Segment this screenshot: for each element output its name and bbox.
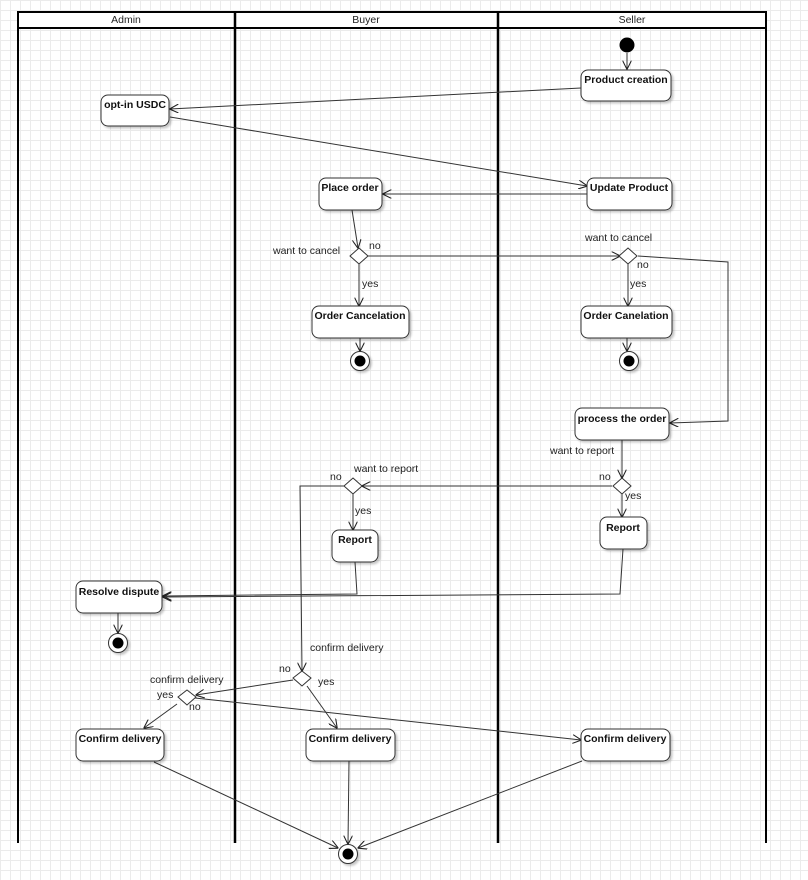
node-resolve-dispute: Resolve dispute bbox=[75, 580, 163, 614]
start-node bbox=[619, 37, 635, 53]
label-seller-cancel-yes: yes bbox=[630, 278, 646, 290]
node-buyer-report-box bbox=[331, 529, 379, 563]
node-product-creation: Product creation bbox=[580, 69, 672, 102]
label-seller-cancel-no: no bbox=[637, 259, 649, 271]
node-opt-in-usdc: opt-in USDC bbox=[100, 94, 170, 127]
edge-place-order-to-buyer-cancel-decision bbox=[351, 209, 358, 248]
label-buyer-want-to-cancel: want to cancel bbox=[272, 245, 340, 257]
node-buyer-order-cancelation: Order Cancelation bbox=[311, 305, 410, 339]
node-buyer-confirm-delivery-box bbox=[305, 728, 396, 762]
edge-seller-confirm-to-end bbox=[358, 760, 583, 848]
lane-title-admin: Admin bbox=[111, 14, 141, 26]
label-buyer-report-no: no bbox=[330, 471, 342, 483]
edge-admin-confirm-to-end bbox=[153, 761, 338, 848]
node-resolve-dispute-box bbox=[75, 580, 163, 614]
end-node-final bbox=[338, 844, 358, 864]
node-process-order: process the order bbox=[574, 407, 670, 441]
label-seller-report-yes: yes bbox=[625, 490, 641, 502]
decision-buyer-cancel bbox=[349, 247, 369, 265]
label-buyer-report-yes: yes bbox=[355, 505, 371, 517]
label-admin-confirm-yes: yes bbox=[157, 689, 173, 701]
label-buyer-confirm-no: no bbox=[279, 663, 291, 675]
node-seller-order-cancelation: Order Canelation bbox=[580, 305, 673, 339]
edge-admin-confirm-no bbox=[194, 697, 581, 740]
activities: Product creation opt-in USDC Update Prod… bbox=[75, 69, 673, 762]
edge-seller-report-to-resolve bbox=[163, 548, 624, 597]
edge-seller-cancel-no bbox=[637, 255, 729, 423]
node-seller-report-label: Report bbox=[606, 522, 640, 534]
edge-labels: want to cancel no yes want to cancel no … bbox=[150, 232, 652, 713]
end-node-seller-cancel bbox=[619, 351, 639, 371]
edge-buyer-confirm-to-end bbox=[348, 760, 349, 844]
decision-buyer-report bbox=[343, 477, 363, 495]
label-admin-confirm-delivery: confirm delivery bbox=[150, 674, 224, 686]
label-seller-report-no: no bbox=[599, 471, 611, 483]
lane-title-buyer: Buyer bbox=[352, 14, 380, 26]
node-buyer-order-cancelation-box bbox=[311, 305, 410, 339]
node-place-order-box bbox=[318, 177, 383, 211]
edge-opt-in-to-update-product bbox=[169, 116, 587, 186]
node-process-order-box bbox=[574, 407, 670, 441]
label-seller-want-to-cancel: want to cancel bbox=[584, 232, 652, 244]
lane-title-seller: Seller bbox=[619, 14, 646, 26]
node-admin-confirm-delivery-box bbox=[75, 728, 165, 762]
decision-buyer-confirm bbox=[292, 670, 312, 687]
edge-buyer-confirm-yes bbox=[306, 685, 337, 728]
node-buyer-report-label: Report bbox=[338, 534, 372, 546]
label-buyer-confirm-delivery: confirm delivery bbox=[310, 642, 384, 654]
node-buyer-report: Report bbox=[331, 529, 379, 563]
node-seller-confirm-delivery-box bbox=[580, 728, 671, 762]
node-place-order-label: Place order bbox=[321, 182, 378, 194]
node-opt-in-usdc-label: opt-in USDC bbox=[104, 99, 166, 111]
node-seller-confirm-delivery: Confirm delivery bbox=[580, 728, 671, 762]
node-update-product-label: Update Product bbox=[590, 182, 669, 194]
node-place-order: Place order bbox=[318, 177, 383, 211]
edge-product-creation-to-opt-in bbox=[170, 87, 582, 109]
node-opt-in-usdc-box bbox=[100, 94, 170, 127]
decision-seller-report bbox=[612, 477, 632, 495]
node-buyer-confirm-delivery: Confirm delivery bbox=[305, 728, 396, 762]
edges bbox=[118, 53, 729, 848]
node-seller-order-cancelation-box bbox=[580, 305, 673, 339]
node-admin-confirm-delivery: Confirm delivery bbox=[75, 728, 165, 762]
label-admin-confirm-no: no bbox=[189, 701, 201, 713]
node-process-order-label: process the order bbox=[578, 413, 667, 425]
edge-buyer-confirm-no bbox=[196, 679, 294, 695]
node-seller-report-box bbox=[599, 516, 648, 550]
node-seller-order-cancelation-label: Order Canelation bbox=[583, 310, 668, 322]
end-node-buyer-cancel bbox=[350, 351, 370, 371]
label-buyer-cancel-no: no bbox=[369, 240, 381, 252]
decision-admin-confirm bbox=[177, 689, 197, 706]
edge-buyer-report-no bbox=[300, 485, 344, 671]
node-seller-report: Report bbox=[599, 516, 648, 550]
node-update-product: Update Product bbox=[586, 177, 673, 211]
edge-buyer-report-to-resolve bbox=[163, 561, 358, 596]
node-admin-confirm-delivery-label: Confirm delivery bbox=[79, 733, 162, 745]
label-buyer-confirm-yes: yes bbox=[318, 676, 334, 688]
end-node-dispute bbox=[108, 633, 128, 653]
node-update-product-box bbox=[586, 177, 673, 211]
decisions bbox=[177, 247, 638, 706]
node-seller-confirm-delivery-label: Confirm delivery bbox=[584, 733, 667, 745]
node-buyer-confirm-delivery-label: Confirm delivery bbox=[309, 733, 392, 745]
swimlanes: Admin Buyer Seller bbox=[17, 11, 767, 843]
edge-admin-confirm-yes bbox=[144, 703, 178, 728]
node-product-creation-box bbox=[580, 69, 672, 102]
end-nodes bbox=[108, 351, 639, 864]
label-buyer-cancel-yes: yes bbox=[362, 278, 378, 290]
decision-seller-cancel bbox=[618, 247, 638, 265]
node-buyer-order-cancelation-label: Order Cancelation bbox=[314, 310, 405, 322]
label-buyer-want-to-report: want to report bbox=[353, 463, 418, 475]
node-product-creation-label: Product creation bbox=[584, 74, 667, 86]
label-seller-want-to-report: want to report bbox=[549, 445, 614, 457]
node-resolve-dispute-label: Resolve dispute bbox=[79, 586, 160, 598]
